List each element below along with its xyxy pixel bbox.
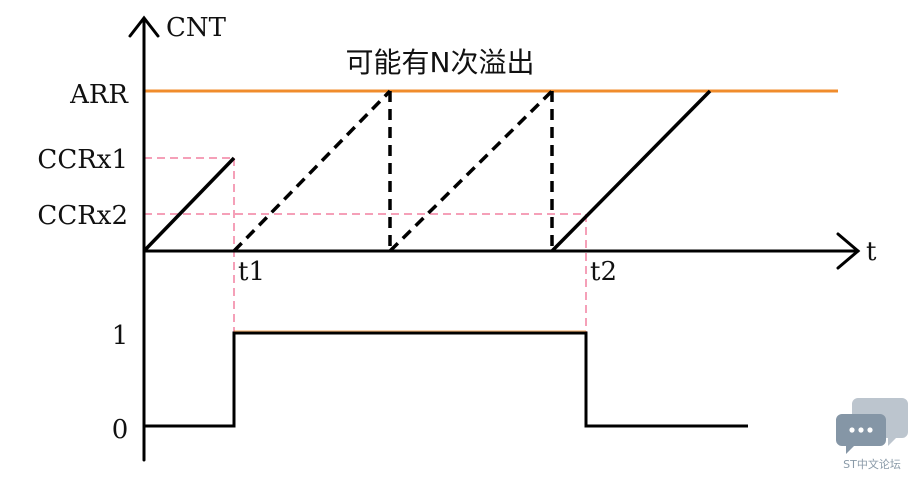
watermark: ST中文论坛 (836, 398, 908, 471)
capture-signal-waveform (144, 331, 748, 428)
watermark-text: ST中文论坛 (843, 457, 901, 471)
x-axis-label: t (866, 237, 877, 267)
chat-bubbles-icon (836, 398, 908, 454)
counter-ramp-initial (142, 156, 236, 253)
y-axis-arrow-icon (128, 15, 160, 38)
counter-ramps-dashed (232, 89, 554, 253)
ccr2-label: CCRx2 (37, 201, 128, 231)
counter-ramp-final (550, 89, 712, 253)
ccr1-label: CCRx1 (37, 145, 128, 175)
guide-lines (144, 157, 587, 335)
y-axis-label: CNT (166, 13, 227, 43)
t2-label: t2 (590, 257, 617, 287)
counter-ramp-after-t1 (232, 89, 392, 253)
signal-high-label: 1 (112, 321, 129, 351)
x-axis-arrow-icon (836, 232, 861, 270)
counter-ramps-solid (142, 89, 712, 253)
signal-low-label: 0 (112, 415, 129, 445)
overflow-note: 可能有N次溢出 (346, 46, 535, 79)
t1-label: t1 (238, 257, 265, 287)
arr-label: ARR (69, 80, 129, 110)
counter-ramp-overflow (388, 89, 554, 253)
axes (128, 15, 861, 462)
